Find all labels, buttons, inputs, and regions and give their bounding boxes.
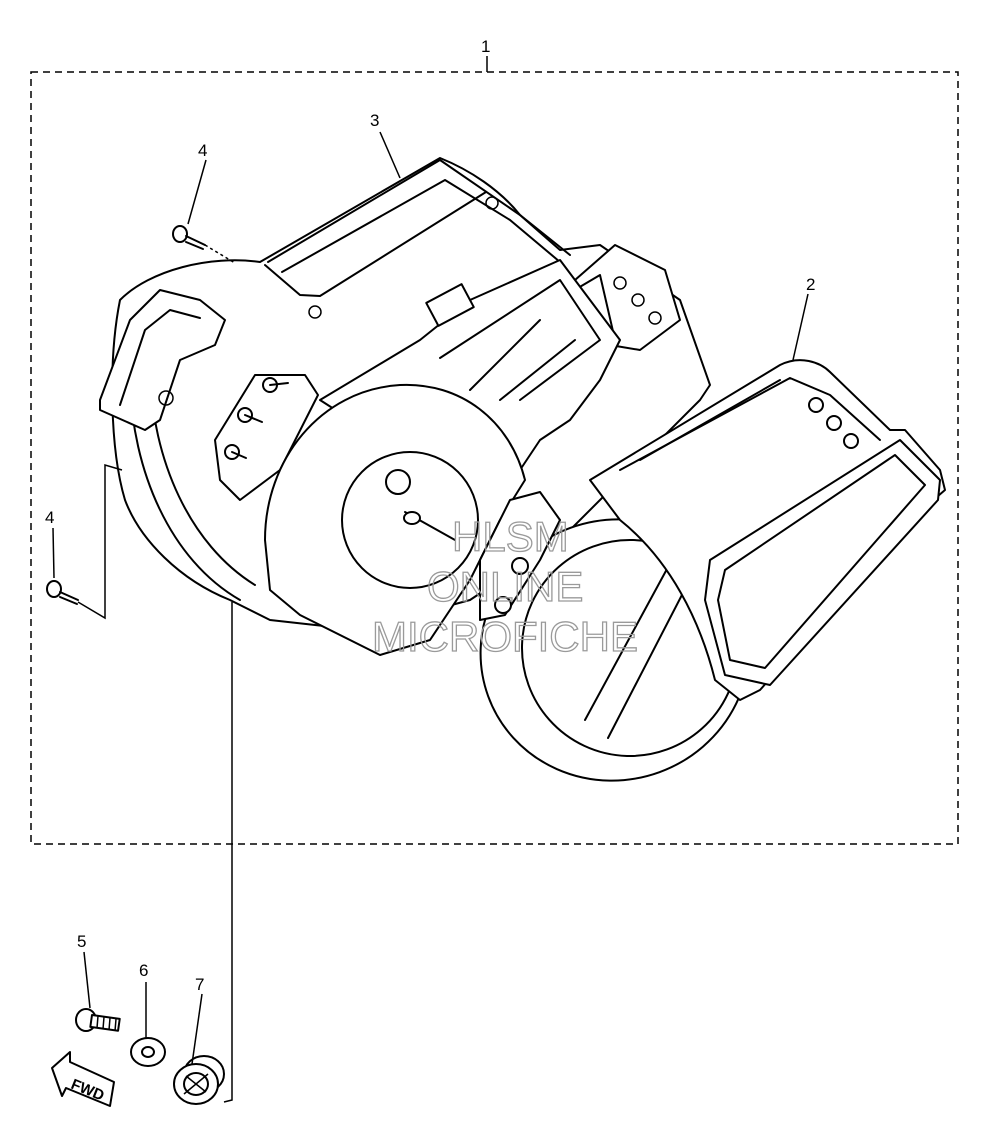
callout-3[interactable]: 3 <box>370 111 379 130</box>
watermark-line-1: HLSM <box>452 513 569 560</box>
bolt-5[interactable] <box>75 1008 121 1032</box>
screw-4-lower[interactable] <box>46 463 123 620</box>
callout-1[interactable]: 1 <box>481 37 490 56</box>
watermark-line-2: ONLINE <box>427 563 583 610</box>
callout-4a[interactable]: 4 <box>198 141 207 160</box>
callout-7[interactable]: 7 <box>195 975 204 994</box>
callout-leader-5 <box>83 951 91 1009</box>
callout-leader-4b <box>52 527 55 579</box>
collar-6[interactable] <box>130 1037 166 1067</box>
assembly-boundary <box>30 71 959 845</box>
callout-5[interactable]: 5 <box>77 932 86 951</box>
callout-leader-7 <box>191 993 203 1065</box>
callout-leader-2 <box>792 293 809 361</box>
meter-cover-front[interactable] <box>444 359 946 818</box>
connector-studs <box>214 374 319 501</box>
callout-leader-3 <box>379 131 401 179</box>
watermark: HLSM ONLINE MICROFICHE <box>371 512 638 660</box>
meter-board <box>264 259 621 656</box>
damper-7[interactable] <box>173 1055 225 1105</box>
forward-arrow-icon: FWD <box>51 1051 115 1107</box>
watermark-line-3: MICROFICHE <box>372 613 638 660</box>
callout-6[interactable]: 6 <box>139 961 148 980</box>
callout-4b[interactable]: 4 <box>45 508 54 527</box>
callout-2[interactable]: 2 <box>806 275 815 294</box>
lower-parts-leader <box>223 602 233 1103</box>
callout-leader-4a <box>187 159 207 225</box>
screw-4-upper[interactable] <box>172 225 236 264</box>
